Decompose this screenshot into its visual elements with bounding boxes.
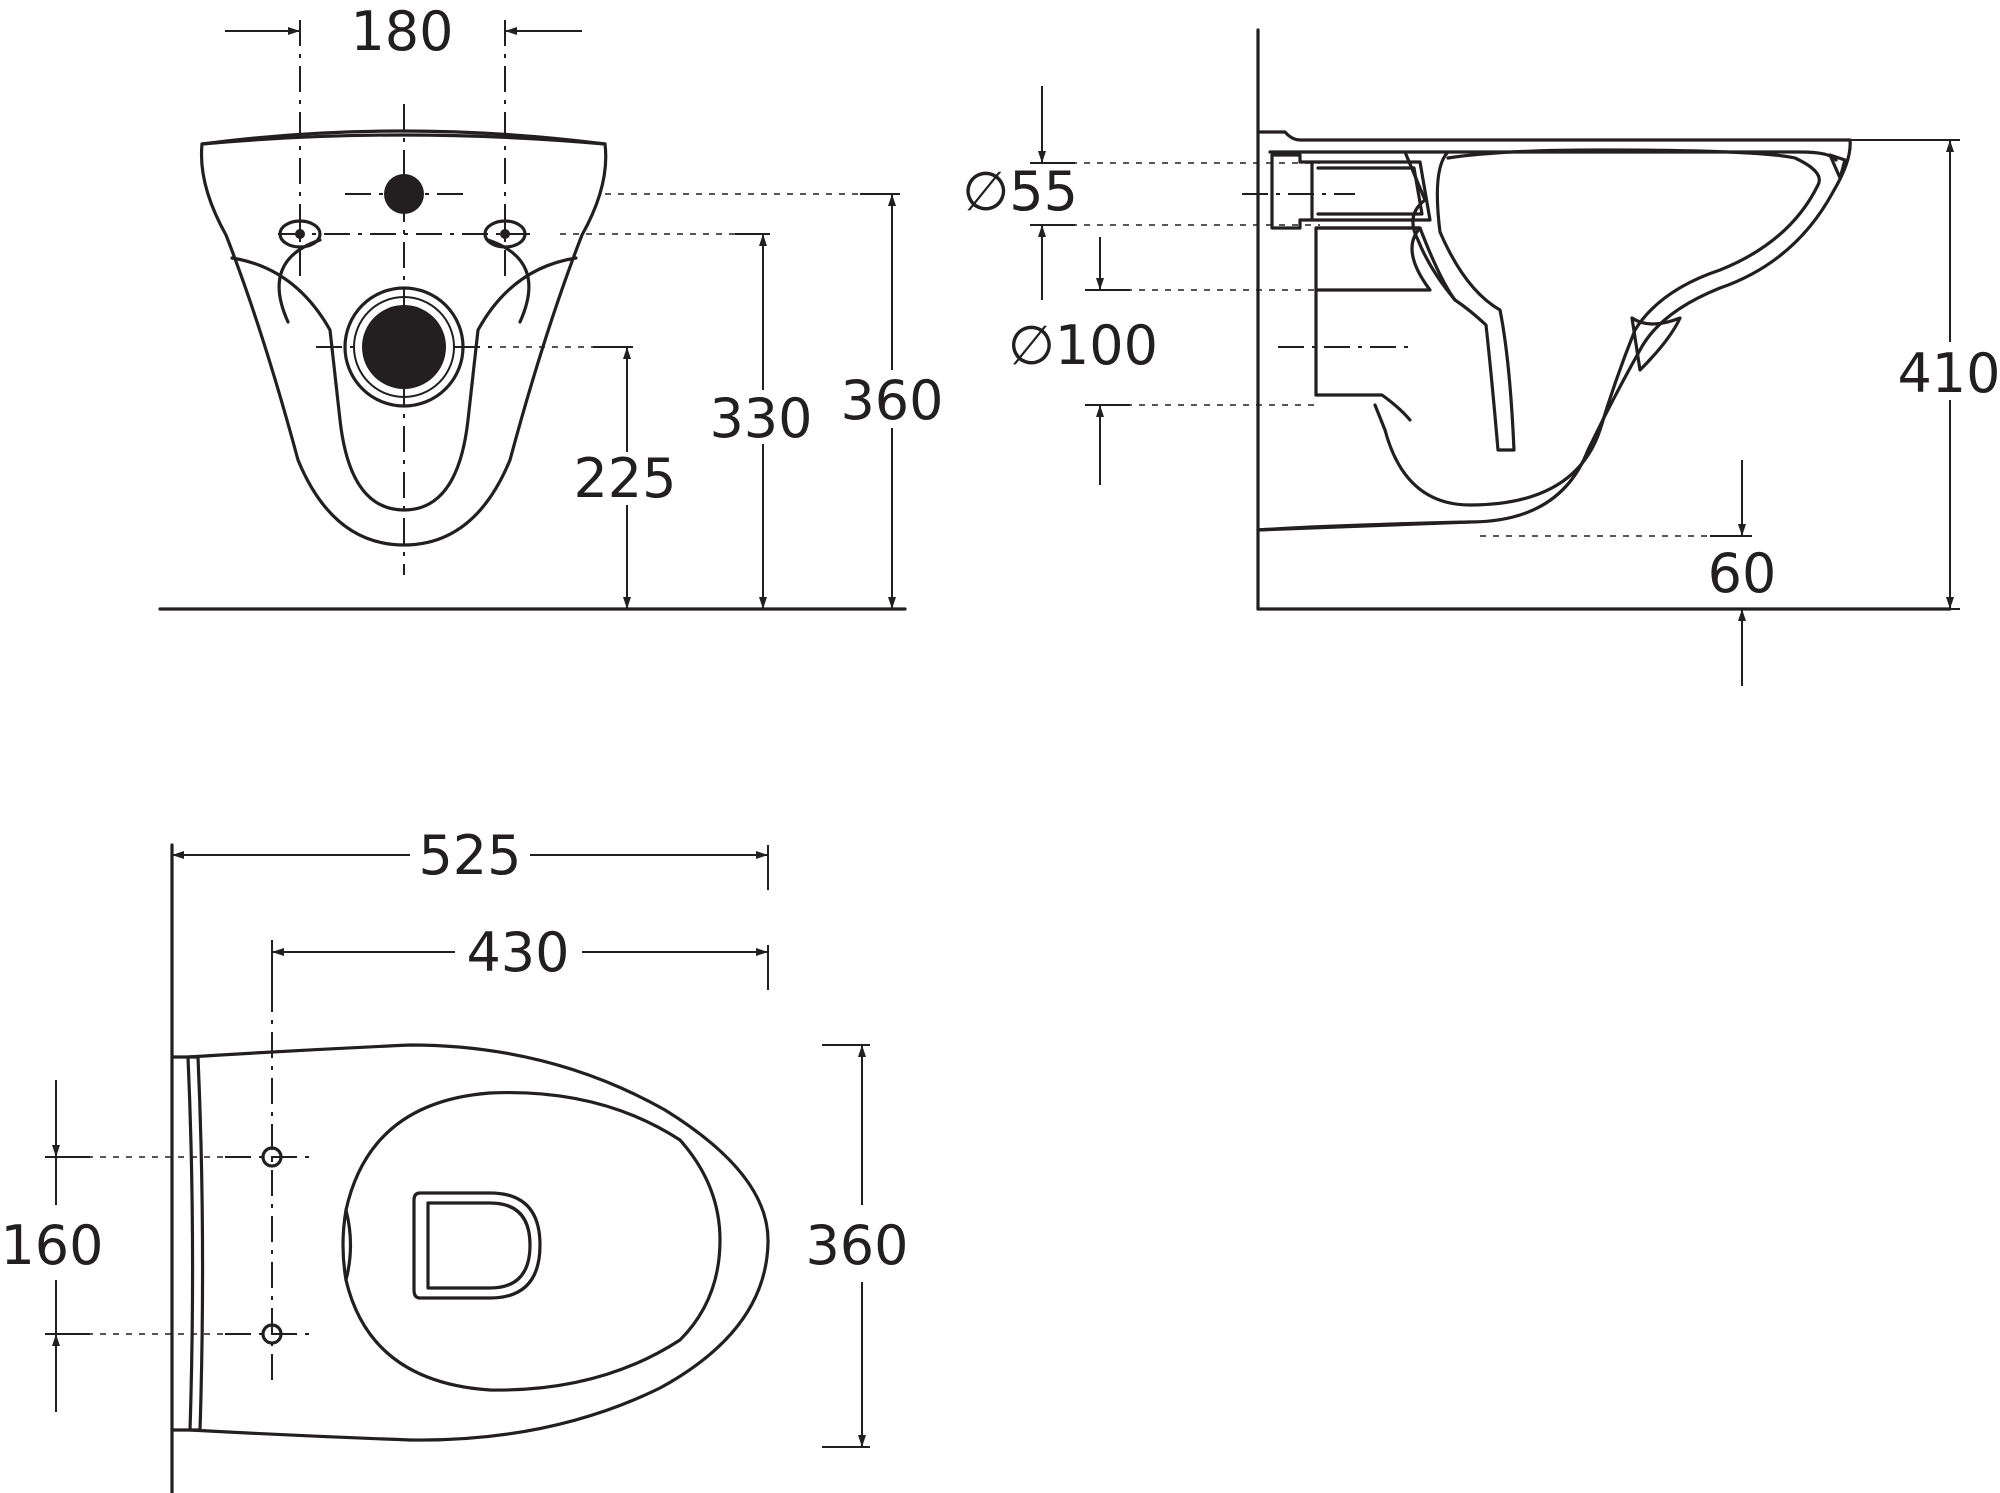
front-rim-line [200, 129, 607, 146]
top-drain-inner [426, 1201, 532, 1290]
top-upper-mount-hole [261, 1146, 283, 1168]
top-dim-360-label: 360 [805, 1214, 908, 1277]
front-right-mount-hole [483, 219, 527, 249]
side-dim-d55-label: ∅55 [962, 160, 1078, 223]
top-dim-525-label: 525 [418, 824, 521, 887]
front-right-mount-dot [500, 229, 510, 239]
front-dim-225-label: 225 [573, 447, 676, 510]
top-dim-160-label: 160 [0, 1214, 103, 1277]
front-left-mount-hole [278, 219, 322, 249]
side-bowl-outline [1256, 130, 1852, 532]
top-inner-bowl-left-edge [344, 1208, 353, 1282]
front-dim-330-label: 330 [709, 387, 812, 450]
side-dim-410-label: 410 [1897, 342, 2000, 405]
side-dim-d100-label: ∅100 [1008, 314, 1158, 377]
top-dim-430-label: 430 [466, 921, 569, 984]
top-wall-plate [170, 1055, 205, 1432]
top-lower-mount-hole [261, 1323, 283, 1345]
front-dim-180-label: 180 [350, 0, 453, 63]
front-outlet-ring [343, 286, 465, 408]
side-base-line [1256, 520, 1472, 532]
front-outlet-hole [362, 305, 446, 389]
side-inlet-channel [1310, 160, 1432, 222]
front-dim-360-label: 360 [840, 369, 943, 432]
side-inlet-pipe [1270, 153, 1314, 230]
top-view: 160 525 430 360 [0, 824, 909, 1493]
side-rim-channel [1630, 316, 1682, 372]
side-view: ∅55 ∅100 410 60 [962, 28, 2000, 686]
top-bowl-outline [186, 1043, 770, 1442]
side-dim-60-label: 60 [1708, 542, 1777, 605]
side-outlet-pipe [1314, 226, 1432, 422]
side-bowl-interior [1403, 150, 1516, 452]
front-left-mount-dot [295, 229, 305, 239]
side-outlet-body [1314, 226, 1457, 397]
front-inlet-hole [384, 174, 424, 214]
front-view: 180 225 330 360 [158, 0, 944, 611]
top-inner-bowl [341, 1090, 722, 1392]
side-rim-inner [1268, 150, 1838, 162]
side-rim-flush-tip [1828, 153, 1847, 180]
top-drain-outer [412, 1191, 542, 1300]
front-bowl-outline [199, 133, 608, 547]
side-bowl-curve [1373, 148, 1821, 507]
front-outlet-ring-inner [353, 296, 455, 398]
